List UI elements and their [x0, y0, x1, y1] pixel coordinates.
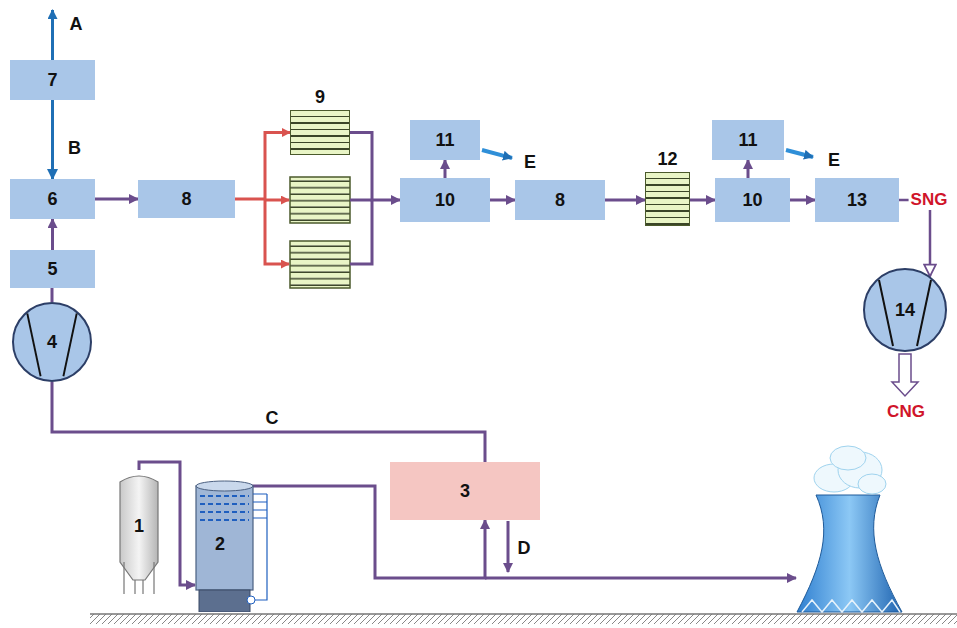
unit-number: 8 — [555, 190, 565, 211]
pump-symbol — [247, 596, 255, 604]
merge-line — [350, 199, 372, 202]
silo: 1 — [118, 470, 160, 595]
stream-label: SNG — [909, 190, 950, 210]
return-line — [507, 521, 510, 572]
spray-tray — [200, 495, 249, 497]
column-top — [196, 481, 253, 491]
unit-number: 7 — [47, 70, 57, 91]
silo-legs — [124, 562, 154, 594]
flow-connector — [51, 288, 54, 302]
process-box: 10 — [400, 178, 490, 222]
steam-plume — [814, 446, 886, 494]
stream-label: E — [826, 150, 842, 170]
unit-number: 13 — [847, 190, 867, 211]
flow-connector — [747, 160, 750, 178]
unit-number: 11 — [738, 130, 757, 151]
column-body — [196, 486, 253, 590]
unit-number: 10 — [435, 190, 455, 211]
unit-number: 1 — [118, 516, 160, 537]
unit-number: 6 — [47, 189, 57, 210]
column-shape — [195, 478, 273, 612]
unit-number: 12 — [657, 149, 677, 170]
unit-number: 8 — [181, 189, 191, 210]
reactor-bed: 12 — [645, 172, 690, 226]
vent-arrow — [51, 10, 54, 60]
ground-line — [90, 613, 957, 615]
spray-tray — [200, 511, 249, 513]
ground-hatch — [90, 614, 957, 624]
spray-tray — [200, 503, 249, 505]
flow-connector — [235, 133, 290, 200]
stream-label: A — [68, 14, 85, 34]
spray-tray — [200, 519, 249, 521]
column-sump — [199, 590, 250, 612]
compressor-line — [917, 280, 931, 346]
compressor-line — [63, 314, 76, 377]
flow-connector — [95, 198, 138, 201]
flow-connector — [51, 100, 54, 179]
stream-label: D — [516, 538, 533, 558]
stream-label: B — [66, 138, 83, 158]
merge-line — [350, 200, 372, 264]
compressor-symbol: 14 — [863, 268, 947, 352]
compressor-line — [27, 314, 40, 377]
tower-lattice — [802, 600, 900, 612]
flow-connector — [690, 199, 715, 202]
drawing-part — [858, 474, 886, 494]
unit-number: 4 — [47, 332, 57, 353]
process-box: 3 — [390, 462, 540, 520]
compressor-line — [879, 280, 893, 346]
reactor-vessel — [290, 177, 350, 223]
process-box: 5 — [10, 250, 95, 288]
unit-number: 9 — [315, 87, 325, 108]
unit-number: 14 — [895, 300, 915, 321]
unit-number: 11 — [435, 130, 454, 151]
unit-number: 5 — [47, 259, 57, 280]
feed-line — [265, 199, 289, 202]
drawing-part — [830, 446, 866, 470]
flow-connector — [899, 200, 930, 276]
process-box: 7 — [10, 60, 95, 100]
unit-number: 2 — [215, 534, 225, 555]
flow-connector — [52, 382, 485, 462]
process-box: 11 — [410, 120, 480, 160]
unit-number: 10 — [742, 190, 762, 211]
recirculation-pipe — [253, 494, 267, 600]
stream-label: C — [264, 408, 281, 428]
flow-connector — [51, 219, 54, 250]
flow-connector — [350, 133, 400, 201]
reactor-vessel — [290, 241, 350, 288]
output-arrow — [892, 354, 918, 396]
flow-connector — [444, 160, 447, 178]
flow-connector — [790, 199, 815, 202]
flue-line — [485, 577, 796, 580]
flow-connector — [490, 199, 515, 202]
flow-connector — [605, 199, 645, 202]
process-box: 10 — [715, 178, 790, 222]
water-arrow — [482, 150, 512, 158]
stream-label: CNG — [885, 402, 927, 422]
compressor-symbol: 4 — [12, 302, 92, 382]
process-box: 8 — [138, 180, 235, 218]
absorber-column: 2 — [195, 478, 273, 612]
feed-line — [265, 199, 289, 264]
stream-label: E — [522, 152, 538, 172]
process-box: 11 — [712, 120, 784, 160]
process-box: 13 — [815, 178, 899, 222]
process-box: 6 — [10, 179, 95, 219]
process-box: 8 — [515, 180, 605, 220]
reactor-bed: 9 — [290, 110, 350, 155]
water-arrow — [786, 150, 813, 157]
unit-number: 3 — [460, 481, 470, 502]
cooling-tower — [797, 495, 902, 612]
